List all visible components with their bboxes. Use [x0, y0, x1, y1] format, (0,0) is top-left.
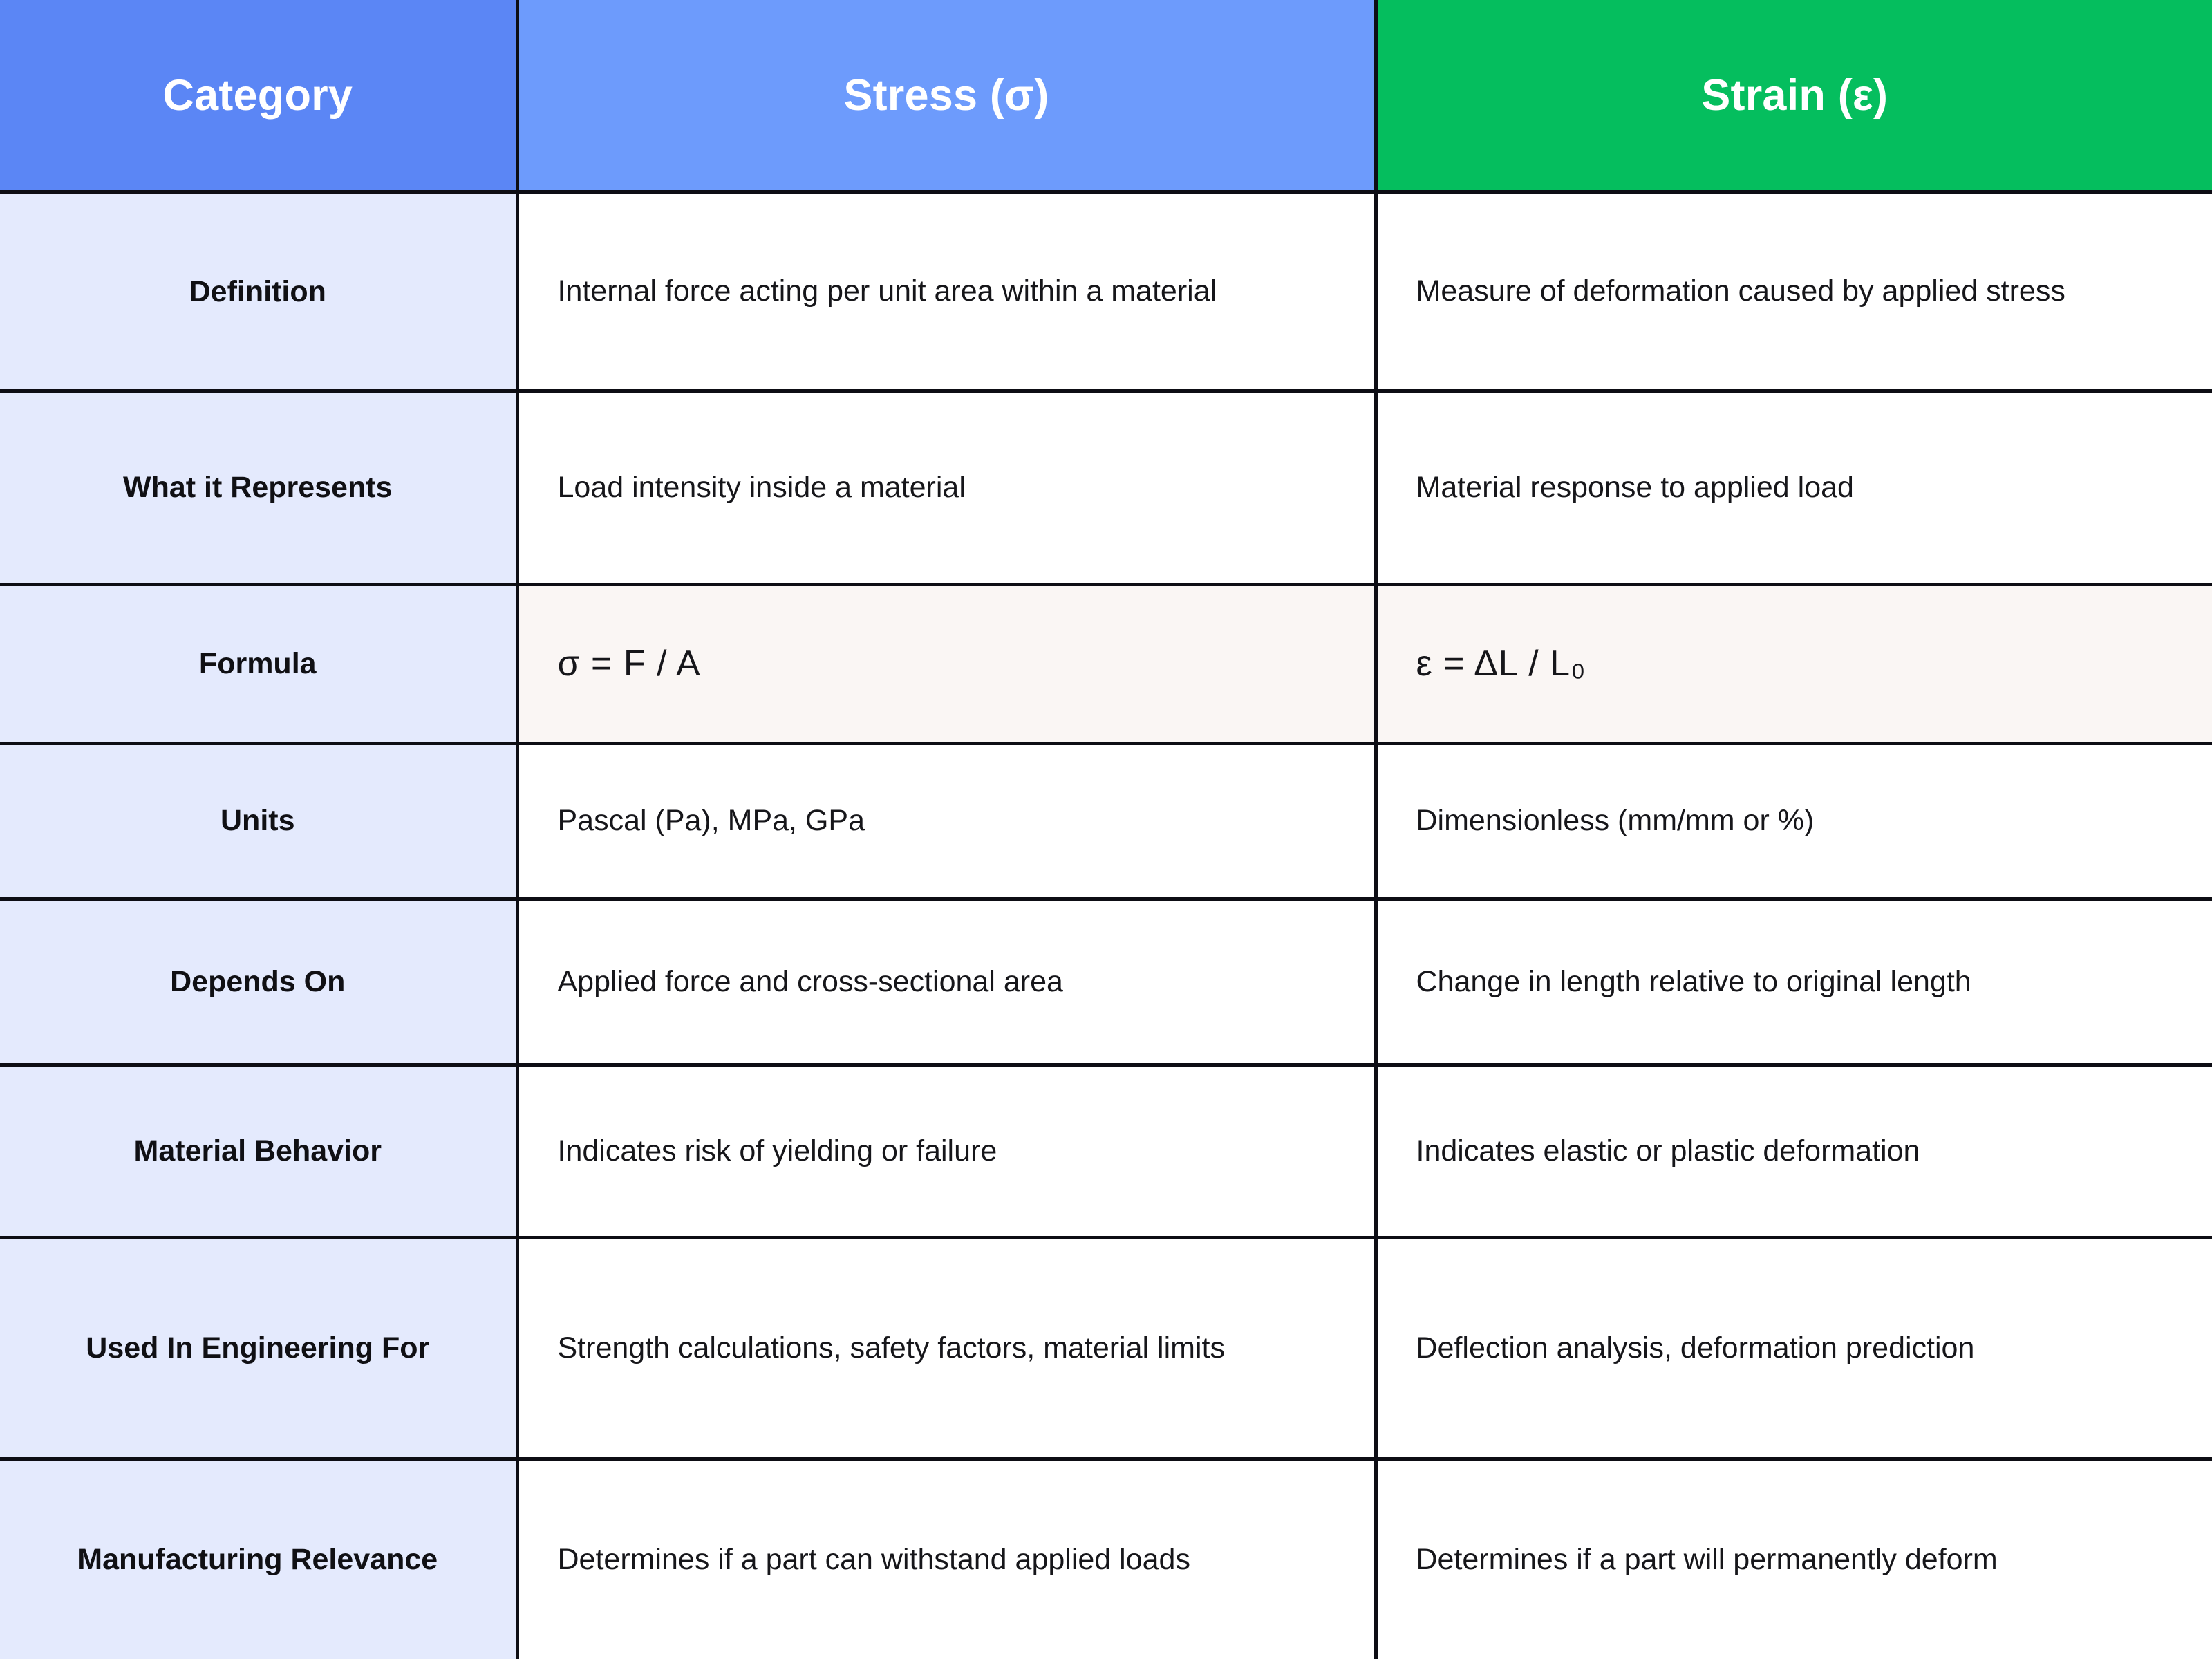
table-row: Material Behavior Indicates risk of yiel… — [0, 1065, 2212, 1239]
formula-strain-text: ε = ΔL / L₀ — [1416, 643, 1586, 684]
table-body: Definition Internal force acting per uni… — [0, 192, 2212, 1659]
row-label-units: Units — [0, 743, 519, 901]
cell-strain-formula: ε = ΔL / L₀ — [1376, 584, 2212, 745]
cell-strain-depends-on: Change in length relative to original le… — [1376, 899, 2212, 1067]
cell-stress-units: Pascal (Pa), MPa, GPa — [517, 743, 1378, 901]
formula-stress-text: σ = F / A — [557, 643, 701, 684]
column-header-strain: Strain (ε) — [1376, 0, 2212, 194]
cell-strain-used-in-engineering-for: Deflection analysis, deformation predict… — [1376, 1237, 2212, 1461]
cell-stress-definition: Internal force acting per unit area with… — [517, 192, 1378, 393]
cell-strain-material-behavior: Indicates elastic or plastic deformation — [1376, 1065, 2212, 1239]
cell-stress-material-behavior: Indicates risk of yielding or failure — [517, 1065, 1378, 1239]
row-label-what-it-represents: What it Represents — [0, 391, 519, 586]
row-label-manufacturing-relevance: Manufacturing Relevance — [0, 1459, 519, 1659]
row-label-used-in-engineering-for: Used In Engineering For — [0, 1237, 519, 1461]
table-row: Units Pascal (Pa), MPa, GPa Dimensionles… — [0, 743, 2212, 901]
cell-strain-definition: Measure of deformation caused by applied… — [1376, 192, 2212, 393]
table-row: Definition Internal force acting per uni… — [0, 192, 2212, 393]
cell-strain-units: Dimensionless (mm/mm or %) — [1376, 743, 2212, 901]
table-header: Category Stress (σ) Strain (ε) — [0, 0, 2212, 194]
column-header-stress: Stress (σ) — [517, 0, 1378, 194]
row-label-depends-on: Depends On — [0, 899, 519, 1067]
table-row: What it Represents Load intensity inside… — [0, 391, 2212, 586]
table-row-formula: Formula σ = F / A ε = ΔL / L₀ — [0, 584, 2212, 745]
column-header-category: Category — [0, 0, 519, 194]
header-row: Category Stress (σ) Strain (ε) — [0, 0, 2212, 194]
cell-stress-depends-on: Applied force and cross-sectional area — [517, 899, 1378, 1067]
table-row: Depends On Applied force and cross-secti… — [0, 899, 2212, 1067]
cell-strain-what-it-represents: Material response to applied load — [1376, 391, 2212, 586]
cell-strain-manufacturing-relevance: Determines if a part will permanently de… — [1376, 1459, 2212, 1659]
table-row: Manufacturing Relevance Determines if a … — [0, 1459, 2212, 1659]
cell-stress-formula: σ = F / A — [517, 584, 1378, 745]
cell-stress-used-in-engineering-for: Strength calculations, safety factors, m… — [517, 1237, 1378, 1461]
table-row: Used In Engineering For Strength calcula… — [0, 1237, 2212, 1461]
row-label-definition: Definition — [0, 192, 519, 393]
row-label-formula: Formula — [0, 584, 519, 745]
cell-stress-what-it-represents: Load intensity inside a material — [517, 391, 1378, 586]
cell-stress-manufacturing-relevance: Determines if a part can withstand appli… — [517, 1459, 1378, 1659]
row-label-material-behavior: Material Behavior — [0, 1065, 519, 1239]
